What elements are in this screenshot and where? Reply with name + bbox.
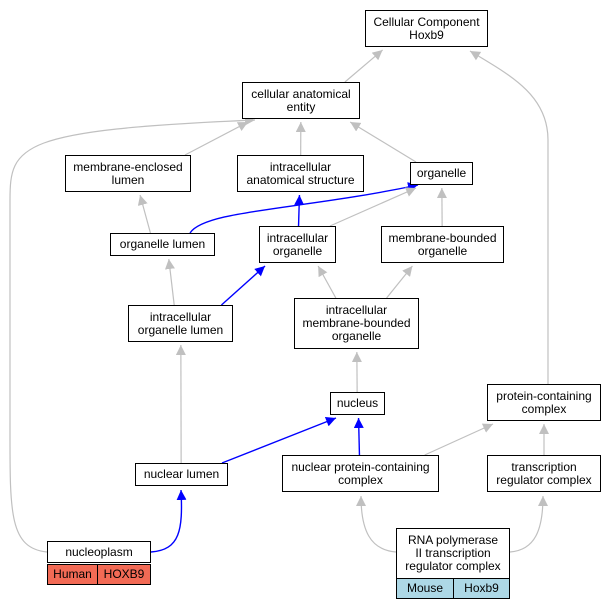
node-label-line: nuclear lumen: [143, 467, 220, 481]
edge-organelle-to-cellular-anatomical-entity: [349, 121, 417, 163]
edge-membrane-enclosed-lumen-to-cellular-anatomical-entity: [184, 121, 249, 156]
edge-intracellular-organelle-to-organelle: [329, 187, 417, 227]
edge-intracellular-organelle-to-intracellular-anatomical-structure: [294, 194, 305, 227]
node-label-line: nucleus: [336, 396, 379, 410]
node-nucleus[interactable]: nucleus: [330, 392, 385, 415]
node-organelle-lumen[interactable]: organelle lumen: [110, 233, 215, 256]
annotation-gene-rna-pol-ii-complex: Hoxb9: [453, 578, 510, 599]
node-label-line: intracellular: [266, 230, 329, 245]
node-organelle[interactable]: organelle: [410, 162, 473, 185]
node-label-line: Cellular Component: [373, 14, 480, 29]
edge-nuclear-protein-containing-complex-to-nucleus: [353, 417, 364, 456]
node-label-line: Hoxb9: [409, 27, 444, 42]
node-label-line: lumen: [111, 172, 145, 187]
node-label-line: protein-containing: [496, 388, 592, 403]
edge-intracellular-organelle-lumen-to-organelle-lumen: [165, 258, 175, 306]
edge-nuclear-protein-containing-complex-to-protein-containing-complex: [424, 423, 494, 456]
edge-nucleoplasm-to-nuclear-lumen: [150, 489, 187, 553]
edge-nucleoplasm-to-cellular-anatomical-entity: [9, 115, 256, 553]
node-label-line: organelle: [416, 166, 467, 180]
node-label-line: organelle: [331, 329, 382, 343]
edge-protein-containing-complex-to-cc-root: [469, 50, 549, 384]
edge-intracellular-organelle-lumen-to-intracellular-organelle: [220, 265, 266, 306]
node-label-line: nuclear protein-containing: [291, 459, 430, 474]
annotation-species-nucleoplasm: Human: [47, 564, 98, 585]
node-label-line: intracellular: [149, 309, 212, 324]
node-label-line: nucleoplasm: [65, 544, 133, 559]
annotation-species-rna-pol-ii-complex: Mouse: [396, 578, 454, 599]
node-label-line: entity: [286, 99, 316, 114]
node-nuclear-lumen[interactable]: nuclear lumen: [135, 463, 228, 486]
node-nucleoplasm[interactable]: nucleoplasm: [47, 541, 151, 563]
node-label-line: membrane-bounded: [302, 316, 411, 330]
node-label-line: II transcription: [415, 546, 491, 560]
edge-organelle-lumen-to-organelle: [189, 182, 419, 234]
edge-cellular-anatomical-entity-to-cc-root: [344, 49, 383, 83]
node-label-line: anatomical structure: [246, 172, 355, 187]
node-label-line: organelle lumen: [119, 237, 206, 251]
node-label-line: membrane-enclosed: [73, 159, 183, 174]
node-label-line: intracellular: [269, 159, 332, 174]
edge-rna-pol-ii-complex-to-nuclear-protein-containing-complex: [356, 495, 397, 553]
node-label-line: cellular anatomical: [251, 86, 351, 101]
node-label-line: complex: [521, 401, 567, 416]
node-label-line: organelle: [417, 243, 468, 258]
edge-intracellular-membrane-bounded-organelle-to-membrane-bounded-organelle: [386, 265, 413, 299]
edge-intracellular-membrane-bounded-organelle-to-intracellular-organelle: [317, 265, 337, 299]
node-label-line: membrane-bounded: [388, 230, 497, 245]
edge-rna-pol-ii-complex-to-transcription-regulator-complex: [509, 495, 548, 553]
node-label-line: regulator complex: [405, 559, 501, 573]
edge-organelle-lumen-to-membrane-enclosed-lumen: [137, 194, 152, 234]
node-label-line: transcription: [511, 459, 577, 474]
node-label-line: complex: [338, 472, 383, 487]
annotation-gene-nucleoplasm: HOXB9: [97, 564, 151, 585]
edge-nuclear-lumen-to-nucleus: [221, 417, 337, 464]
node-label-line: regulator complex: [496, 472, 592, 487]
node-label-line: organelle lumen: [137, 322, 224, 337]
node-label-line: intracellular: [325, 303, 388, 317]
node-label-line: RNA polymerase: [407, 533, 499, 547]
node-label-line: organelle: [272, 243, 323, 258]
